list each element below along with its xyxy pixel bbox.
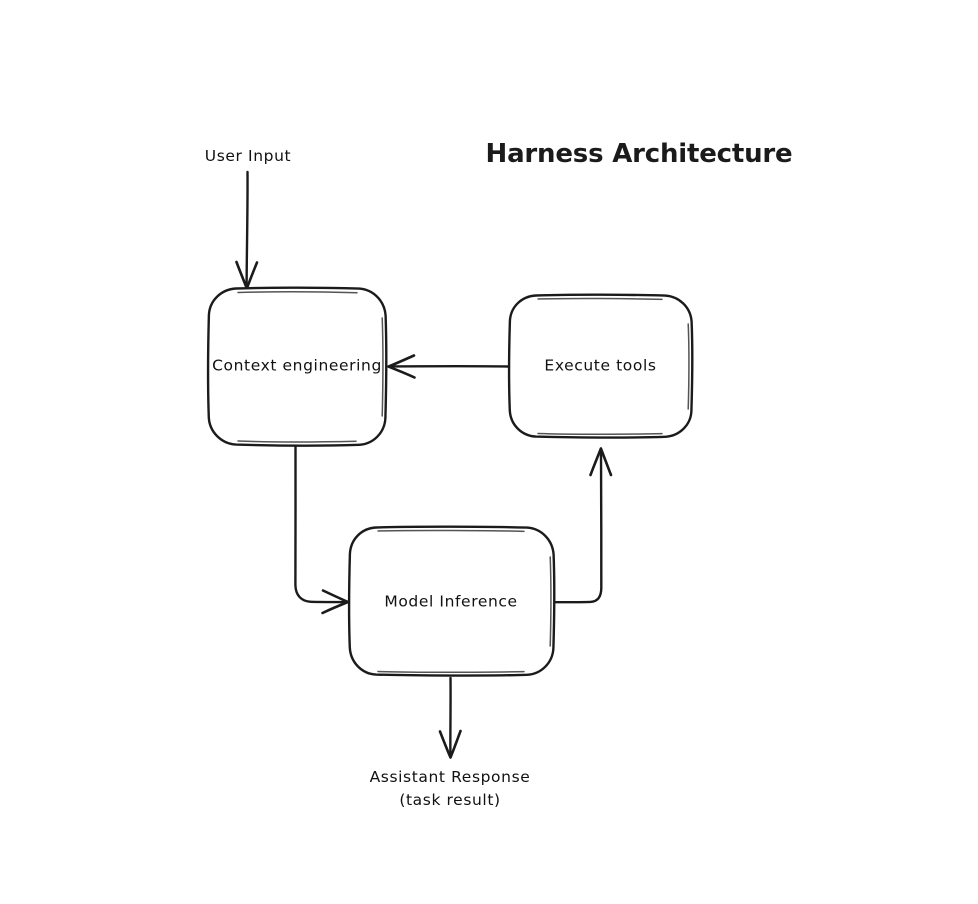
node-label-execute-tools: Execute tools	[544, 357, 656, 375]
node-context-engineering[interactable]: Context engineering	[206, 286, 388, 447]
edge-label-task-result: (task result)	[399, 791, 500, 809]
node-label-context-engineering: Context engineering	[212, 357, 382, 375]
node-execute-tools[interactable]: Execute tools	[507, 293, 694, 439]
node-label-model-inference: Model Inference	[384, 593, 517, 611]
edge-label-user-input: User Input	[205, 147, 291, 165]
edge-label-assistant-response: Assistant Response	[370, 768, 531, 786]
edge-execute-to-context	[387, 354, 510, 379]
edge-inference-to-execute	[554, 447, 613, 604]
edge-inference-to-response	[438, 676, 462, 759]
edge-user-input-to-context	[235, 170, 259, 290]
node-model-inference[interactable]: Model Inference	[347, 525, 556, 677]
page-title: Harness Architecture	[486, 139, 793, 169]
edge-context-to-inference	[294, 444, 350, 615]
